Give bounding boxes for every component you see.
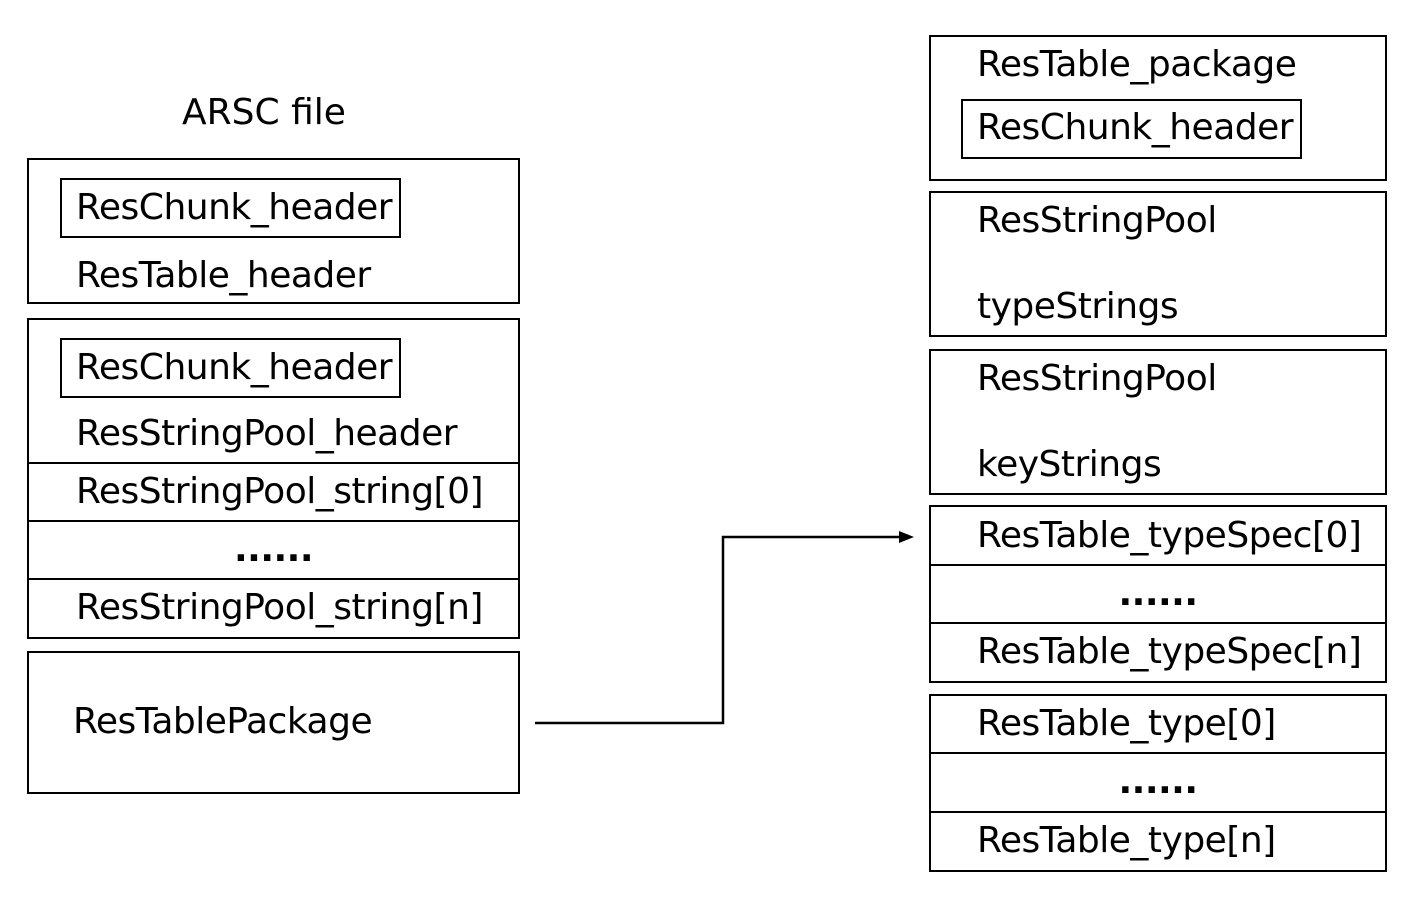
package-chunk-header-box	[961, 99, 1302, 159]
string-pool-ellipsis: ......	[233, 529, 314, 570]
type-spec-first: ResTable_typeSpec[0]	[977, 515, 1362, 556]
table-chunk-header-label: ResChunk_header	[76, 187, 393, 228]
types-ellipsis: ......	[1118, 761, 1198, 802]
type-spec-divider	[929, 622, 1387, 624]
type-last: ResTable_type[n]	[977, 820, 1276, 861]
string-pool-chunk-header-label: ResChunk_header	[76, 347, 393, 388]
string-pool-divider	[27, 520, 520, 522]
string-pool-divider	[27, 462, 520, 464]
package-header-box	[929, 35, 1387, 181]
table-chunk-header-box	[60, 178, 401, 238]
string-pool-chunk-header-box	[60, 338, 401, 398]
package-header-label: ResTable_package	[977, 44, 1297, 85]
string-pool-divider	[27, 578, 520, 580]
string-pool-box	[27, 318, 520, 639]
string-pool-header-label: ResStringPool_header	[76, 413, 458, 454]
key-strings-label: ResStringPool	[977, 358, 1217, 399]
table-package-box	[27, 651, 520, 794]
type-spec-box	[929, 505, 1387, 683]
string-pool-string-last: ResStringPool_string[n]	[76, 587, 483, 628]
types-divider	[929, 752, 1387, 754]
type-strings-box	[929, 191, 1387, 337]
type-spec-divider	[929, 564, 1387, 566]
table-header-box	[27, 158, 520, 304]
type-strings-sub: typeStrings	[977, 286, 1179, 327]
type-first: ResTable_type[0]	[977, 703, 1276, 744]
types-box	[929, 694, 1387, 872]
string-pool-string-first: ResStringPool_string[0]	[76, 471, 484, 512]
package-chunk-header-label: ResChunk_header	[977, 107, 1294, 148]
types-divider	[929, 811, 1387, 813]
table-package-label: ResTablePackage	[73, 701, 373, 742]
type-spec-ellipsis: ......	[1118, 573, 1198, 614]
type-spec-last: ResTable_typeSpec[n]	[977, 631, 1362, 672]
key-strings-box	[929, 349, 1387, 495]
table-header-label: ResTable_header	[76, 255, 371, 296]
arsc-file-title: ARSC file	[182, 92, 346, 133]
key-strings-sub: keyStrings	[977, 444, 1162, 485]
type-strings-label: ResStringPool	[977, 200, 1217, 241]
